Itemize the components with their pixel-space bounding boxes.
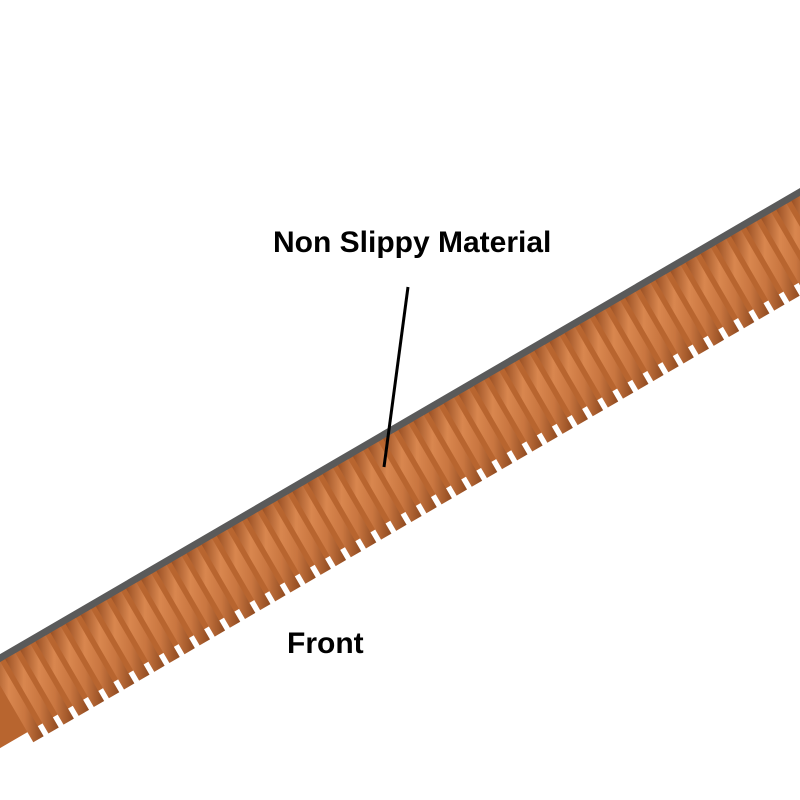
belt-tooth: [655, 274, 709, 355]
material-annotation-label: Non Slippy Material: [273, 226, 552, 259]
belt-tooth: [761, 212, 800, 286]
belt-tooth: [776, 203, 800, 251]
belt-tooth: [609, 300, 664, 382]
belt-tooth: [126, 582, 180, 664]
belt-tooth: [488, 371, 543, 452]
belt-tooth: [640, 283, 694, 364]
belt-tooth: [504, 362, 558, 443]
belt-tooth: [368, 441, 422, 523]
belt-tooth: [50, 626, 105, 708]
belt-tooth: [443, 397, 498, 478]
belt-tooth: [473, 380, 528, 461]
belt-tooth: [216, 529, 271, 611]
front-annotation-label: Front: [287, 627, 364, 660]
belt-tooth: [564, 327, 619, 408]
belt-tooth: [65, 617, 120, 699]
belt-tooth: [791, 195, 800, 216]
belt-tooth: [383, 432, 437, 514]
belt-tooth: [110, 591, 165, 672]
belt: [0, 188, 800, 749]
belt-tooth: [247, 512, 301, 593]
belt-teeth: [0, 195, 800, 743]
belt-tooth: [715, 239, 770, 320]
belt-tooth: [458, 388, 513, 470]
belt-tooth: [579, 318, 634, 399]
belt-tooth: [352, 450, 407, 531]
belt-tooth: [80, 609, 135, 690]
belt-tooth: [277, 494, 331, 575]
belt-tooth: [231, 520, 286, 602]
belt-tooth: [337, 459, 392, 540]
belt-tooth: [5, 653, 59, 734]
belt-tooth: [428, 406, 483, 487]
belt-tooth: [670, 265, 725, 346]
pointer-line: [382, 286, 410, 468]
belt-tooth: [95, 600, 150, 681]
belt-tooth: [519, 353, 573, 434]
belt-tooth: [534, 344, 588, 426]
belt-tooth: [186, 547, 241, 628]
belt-tooth: [398, 424, 452, 505]
belt-tooth: [201, 538, 256, 619]
belt-tooth: [700, 247, 755, 329]
belt-tooth: [141, 573, 195, 655]
belt-tooth: [625, 291, 679, 373]
belt-tooth: [413, 415, 468, 496]
belt-tooth: [746, 221, 800, 302]
belt-tooth: [35, 635, 90, 716]
belt-tooth: [730, 230, 785, 311]
belt-tooth: [322, 468, 377, 549]
belt-tooth: [0, 661, 44, 743]
belt-tooth: [171, 556, 226, 637]
belt-tooth: [156, 565, 210, 646]
belt-tooth: [685, 256, 740, 338]
belt-tooth: [292, 485, 347, 567]
belt-tooth: [549, 335, 604, 417]
belt-tooth: [594, 309, 649, 390]
belt-tooth: [262, 503, 316, 584]
belt-tooth: [20, 644, 74, 725]
belt-tooth: [307, 476, 362, 558]
